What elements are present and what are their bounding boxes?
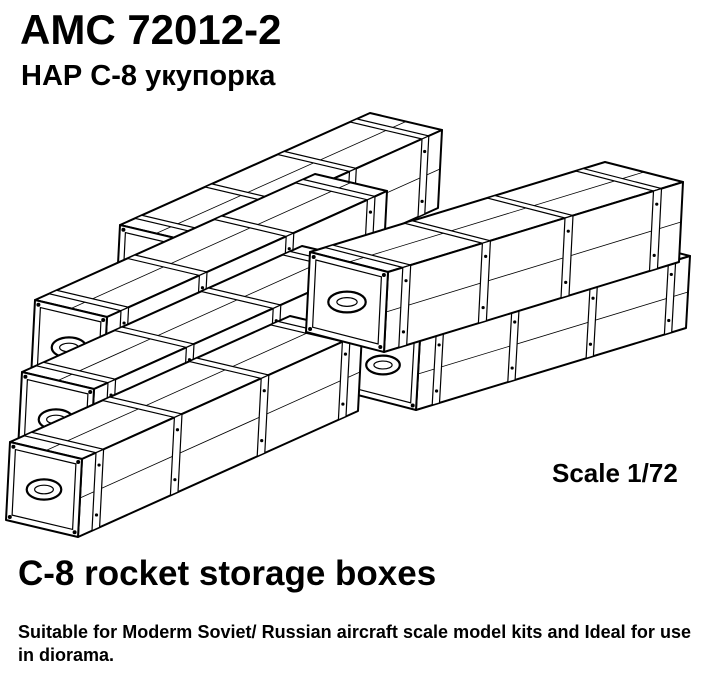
product-code: AMC 72012-2 (20, 6, 282, 53)
storage-crate (5, 315, 363, 538)
scale-label: Scale 1/72 (552, 458, 678, 488)
storage-crate (17, 245, 375, 468)
description-text: Suitable for Moderm Soviet/ Russian airc… (18, 622, 691, 666)
storage-crate (345, 237, 691, 411)
storage-crate (30, 173, 388, 396)
storage-crate (115, 112, 443, 321)
page-title: C-8 rocket storage boxes (18, 554, 437, 593)
storage-crate (305, 161, 684, 353)
product-subtitle-russian: НАР С-8 укупорка (21, 60, 276, 92)
